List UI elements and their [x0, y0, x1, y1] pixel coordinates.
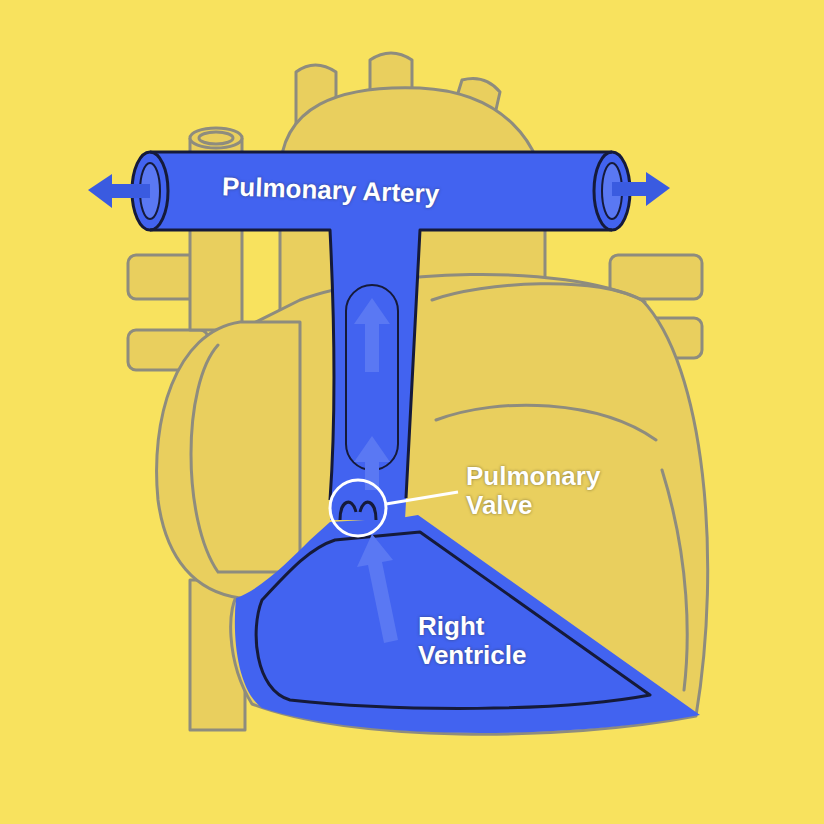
- left-atrium-line: [432, 284, 645, 302]
- valve-circle: [330, 480, 386, 536]
- flow-arrow: [357, 534, 398, 643]
- leader-line: [386, 492, 458, 504]
- flow-arrow: [88, 174, 150, 208]
- right-atrium: [157, 322, 300, 598]
- ventricle-chamber: [256, 532, 650, 708]
- left-ventricle-line: [436, 405, 656, 440]
- superior-vena-cava-lumen: [199, 132, 233, 144]
- pulmonary-artery-tube: [150, 152, 612, 230]
- right-ventricle-region: [235, 515, 700, 733]
- artery-outline: [150, 151, 612, 154]
- flow-arrow: [354, 436, 390, 490]
- superior-vena-cava-end: [190, 128, 242, 148]
- heart-body: [231, 274, 708, 734]
- part-label: Pulmonary Valve: [466, 462, 646, 520]
- left-ventricle-wall: [662, 470, 687, 690]
- flow-arrow: [612, 172, 670, 206]
- atrium-chamber: [191, 345, 292, 572]
- artery-outline: [150, 230, 334, 500]
- part-label: Right Ventricle: [418, 612, 568, 670]
- flow-arrow: [354, 298, 390, 372]
- valve-leaflet: [340, 502, 376, 520]
- artery-outline: [406, 230, 612, 498]
